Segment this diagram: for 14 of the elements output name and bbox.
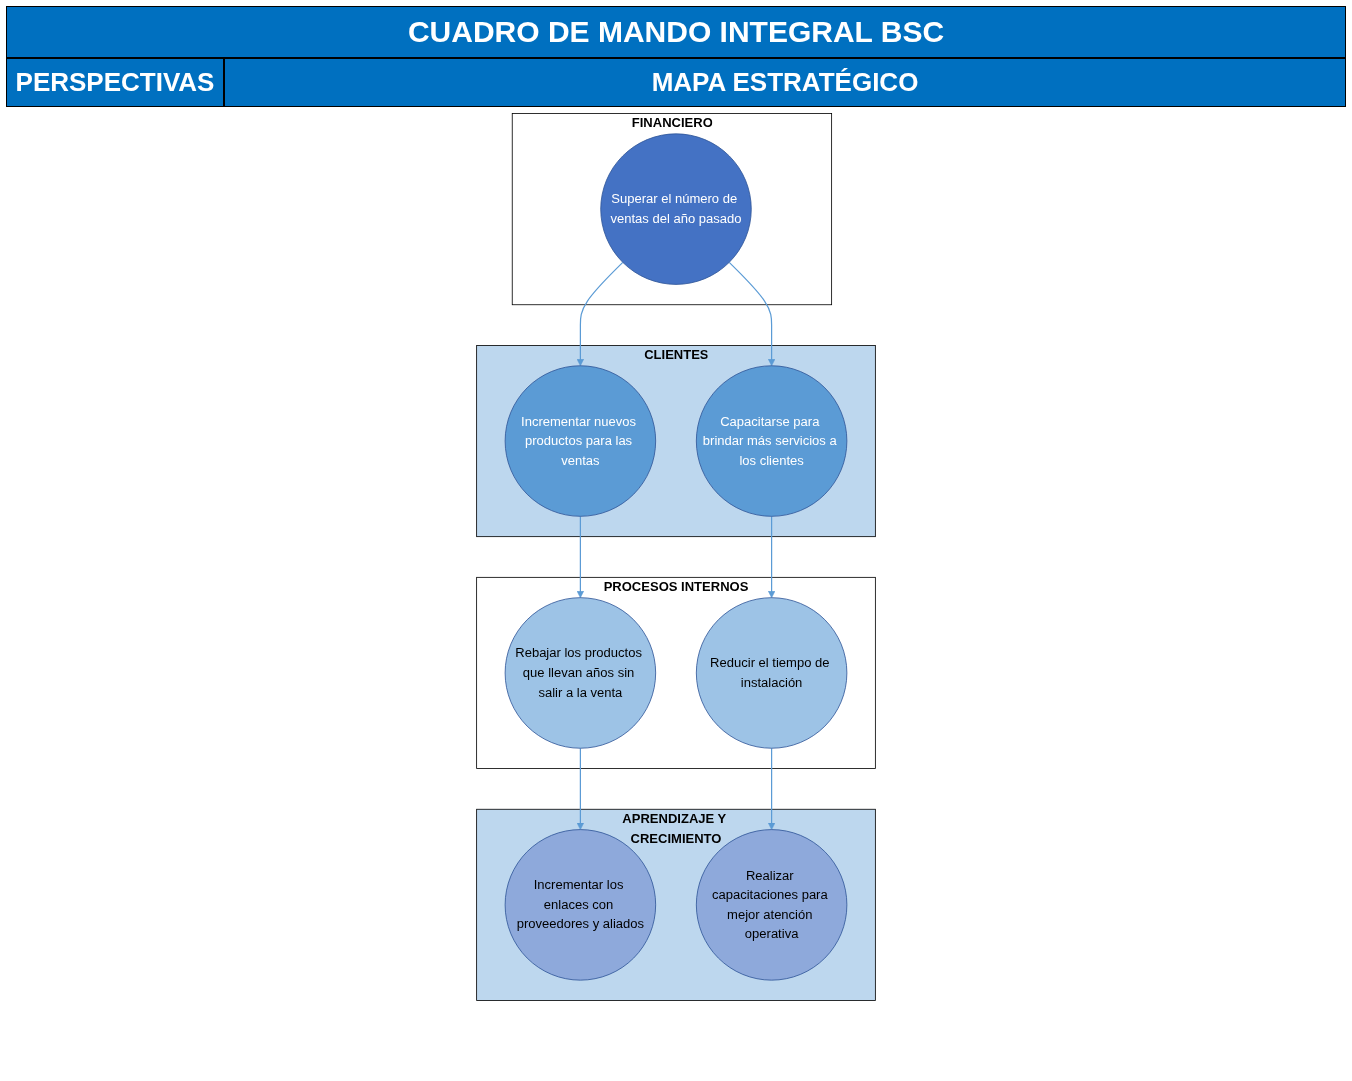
arrow xyxy=(576,515,584,598)
node-circle: Rebajar los productos que llevan años sin salir a la venta xyxy=(504,597,657,749)
arrow xyxy=(768,747,776,830)
arrow xyxy=(768,515,776,598)
arrow xyxy=(728,261,776,367)
column-header: PERSPECTIVAS xyxy=(6,58,224,107)
arrow xyxy=(576,747,584,830)
node-circle: Incrementar nuevos productos para las ventas xyxy=(504,365,657,517)
node-circle: Superar el número de ventas del año pasado xyxy=(600,133,752,285)
column-header: MAPA ESTRATÉGICO xyxy=(224,58,1346,107)
node-circle: Capacitarse para brindar más servicios a los clientes xyxy=(695,365,848,517)
title-banner: CUADRO DE MANDO INTEGRAL BSC xyxy=(6,6,1346,58)
arrow xyxy=(576,261,624,367)
node-circle: Reducir el tiempo de instalación xyxy=(695,597,848,749)
